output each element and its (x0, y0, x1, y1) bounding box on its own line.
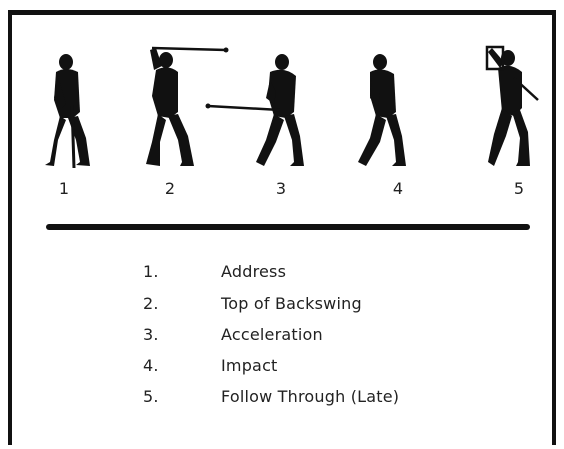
legend-label: Follow Through (Late) (221, 387, 400, 406)
legend-number: 5. (143, 387, 159, 406)
golfer-silhouette-acceleration (205, 54, 304, 166)
golfer-silhouette-top-of-backswing (146, 46, 229, 166)
golfer-silhouette-address (45, 54, 90, 169)
frame-number: 3 (275, 179, 287, 198)
frame-number: 5 (513, 179, 525, 198)
legend-label: Top of Backswing (221, 294, 362, 313)
horizontal-divider (46, 224, 530, 230)
frame-number: 4 (392, 179, 404, 198)
frame-number: 1 (58, 179, 70, 198)
legend-label: Acceleration (221, 325, 323, 344)
legend-label: Impact (221, 356, 278, 375)
golf-swing-sequence (45, 45, 539, 169)
frame-number: 2 (164, 179, 176, 198)
legend-number: 3. (143, 325, 159, 344)
legend-number: 4. (143, 356, 159, 375)
legend-label: Address (221, 262, 287, 281)
golfer-silhouette-follow-through (485, 45, 539, 166)
legend-number: 2. (143, 294, 159, 313)
golfer-silhouette-impact (358, 54, 406, 166)
legend-number: 1. (143, 262, 159, 281)
